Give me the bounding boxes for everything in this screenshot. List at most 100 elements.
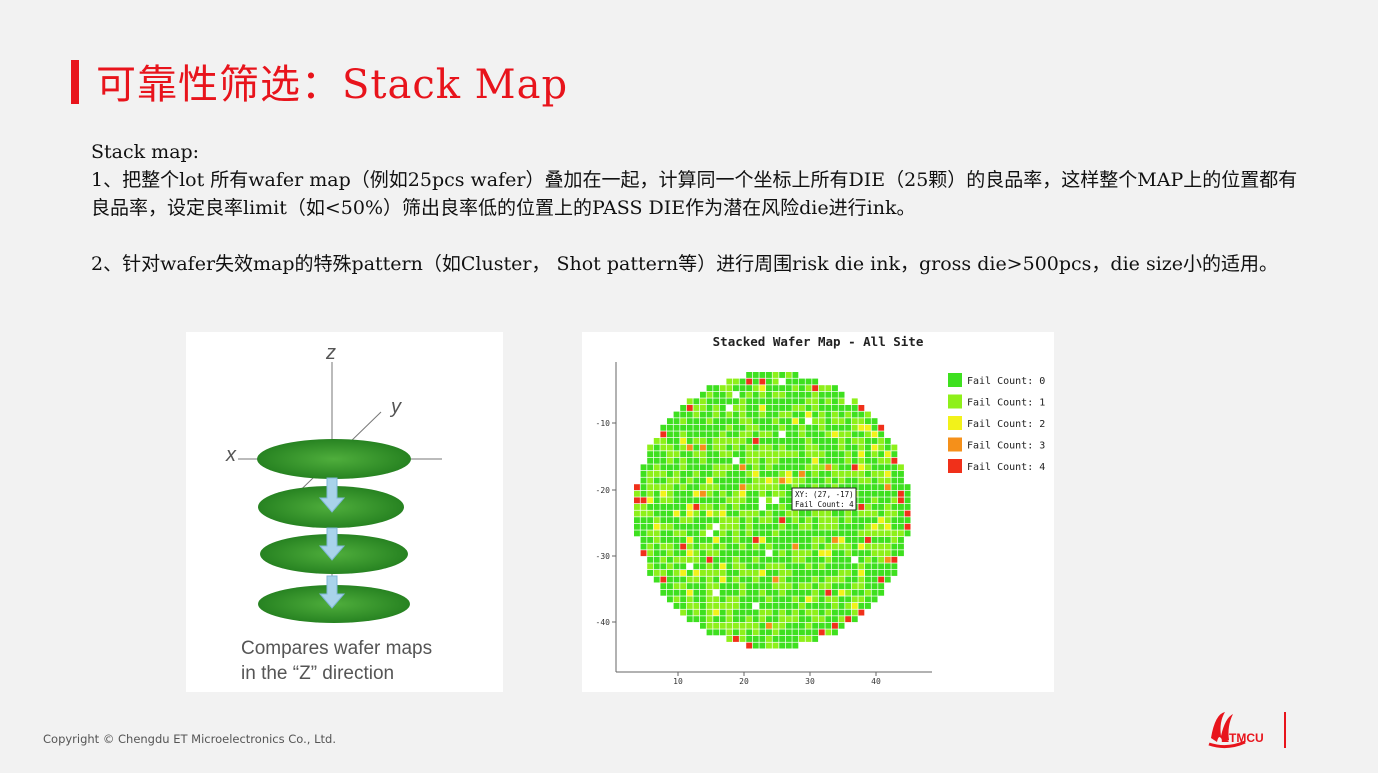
die-cell	[752, 484, 759, 491]
die-cell	[726, 438, 733, 444]
die-cell	[700, 550, 706, 557]
die-cell	[766, 616, 772, 623]
die-cell	[746, 583, 753, 590]
die-cell	[680, 596, 687, 603]
die-cell	[746, 563, 753, 570]
die-cell	[667, 444, 673, 451]
die-cell	[667, 523, 673, 530]
die-cell	[766, 378, 772, 385]
die-cell	[719, 405, 726, 411]
die-cell	[693, 609, 700, 616]
die-cell	[858, 490, 865, 497]
die-cell	[772, 642, 779, 649]
die-cell	[673, 517, 680, 524]
die-cell	[693, 451, 700, 458]
die-cell	[812, 378, 819, 385]
die-cell	[785, 609, 792, 616]
die-cell	[653, 543, 660, 550]
die-cell	[865, 464, 871, 471]
die-cell	[733, 405, 739, 411]
die-cell	[871, 543, 878, 550]
die-cell	[752, 576, 759, 583]
die-cell	[673, 543, 680, 550]
die-cell	[865, 543, 871, 550]
die-cell	[667, 583, 673, 590]
die-cell	[693, 583, 700, 590]
die-cell	[739, 603, 746, 609]
die-cell	[898, 543, 904, 550]
die-cell	[766, 431, 772, 438]
die-cell	[792, 438, 799, 444]
die-cell	[739, 616, 746, 623]
die-cell	[851, 589, 858, 596]
die-cell	[891, 510, 898, 517]
die-cell	[785, 530, 792, 537]
die-cell	[713, 497, 720, 504]
die-cell	[772, 385, 779, 392]
die-cell	[878, 537, 885, 543]
die-cell	[785, 589, 792, 596]
die-cell	[673, 418, 680, 425]
copyright-footer: Copyright © Chengdu ET Microelectronics …	[43, 732, 336, 746]
die-cell	[766, 589, 772, 596]
die-cell	[825, 629, 832, 636]
die-cell	[726, 411, 733, 418]
die-cell	[759, 438, 766, 444]
die-cell	[799, 570, 805, 576]
die-cell	[871, 504, 878, 510]
die-cell	[838, 398, 845, 405]
die-cell	[878, 583, 885, 590]
die-cell	[680, 444, 687, 451]
die-cell	[752, 477, 759, 484]
die-cell	[746, 451, 753, 458]
die-cell	[904, 517, 911, 524]
die-cell	[713, 424, 720, 431]
die-cell	[805, 517, 812, 524]
die-cell	[812, 576, 819, 583]
die-cell	[772, 484, 779, 491]
die-cell	[818, 438, 825, 444]
die-cell	[733, 484, 739, 491]
die-cell	[700, 576, 706, 583]
die-cell	[640, 530, 647, 537]
die-cell	[785, 490, 792, 497]
die-cell	[838, 411, 845, 418]
die-cell	[739, 517, 746, 524]
die-cell	[825, 576, 832, 583]
die-cell	[884, 543, 891, 550]
die-cell	[812, 444, 819, 451]
die-cell	[653, 537, 660, 543]
die-cell	[865, 556, 871, 563]
die-cell	[752, 457, 759, 464]
die-cell	[898, 530, 904, 537]
die-cell	[759, 510, 766, 517]
die-cell	[884, 556, 891, 563]
die-cell	[805, 378, 812, 385]
die-cell	[693, 398, 700, 405]
die-cell	[719, 589, 726, 596]
die-cell	[653, 556, 660, 563]
die-cell	[686, 537, 693, 543]
die-cell	[772, 622, 779, 629]
die-cell	[878, 484, 885, 491]
die-cell	[686, 451, 693, 458]
die-cell	[713, 510, 720, 517]
die-cell	[752, 523, 759, 530]
die-cell	[878, 431, 885, 438]
die-cell	[759, 490, 766, 497]
die-cell	[733, 576, 739, 583]
legend-swatch	[948, 373, 962, 387]
die-cell	[878, 589, 885, 596]
y-tick-label: -10	[596, 419, 611, 428]
die-cell	[898, 484, 904, 491]
die-cell	[865, 471, 871, 477]
die-cell	[719, 477, 726, 484]
die-cell	[733, 629, 739, 636]
die-cell	[825, 537, 832, 543]
die-cell	[772, 391, 779, 398]
die-cell	[779, 464, 786, 471]
die-cell	[766, 398, 772, 405]
die-cell	[779, 550, 786, 557]
die-cell	[891, 556, 898, 563]
die-cell	[667, 543, 673, 550]
